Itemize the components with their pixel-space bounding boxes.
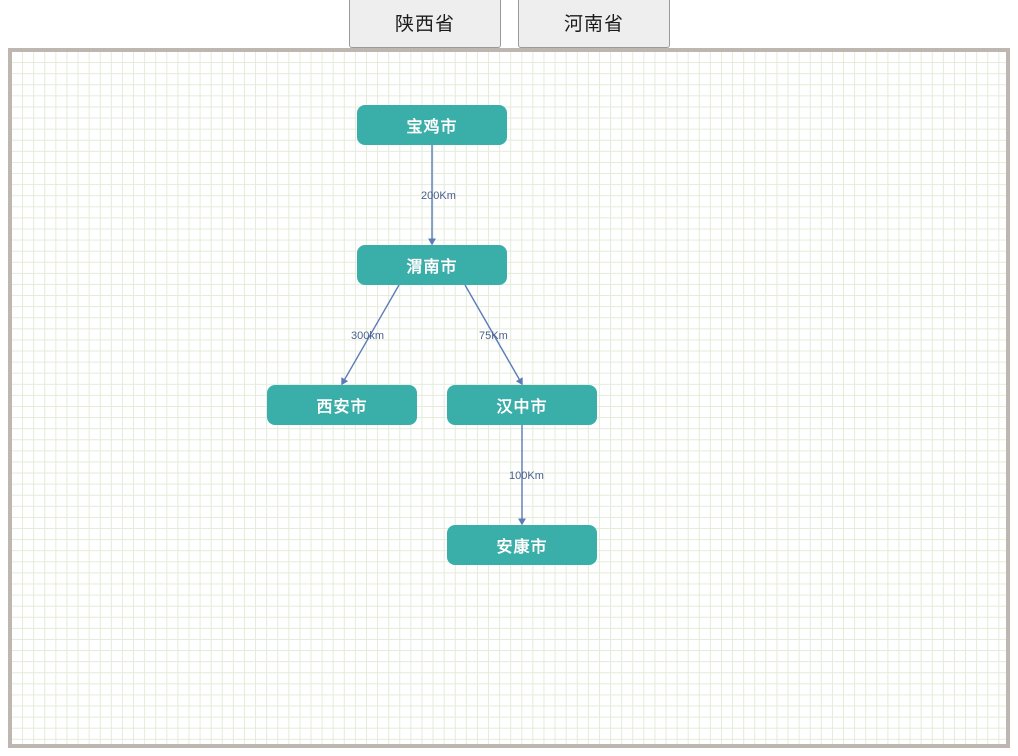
diagram-node-label: 安康市 [496,537,548,556]
tab-shaanxi[interactable]: 陕西省 [349,0,501,48]
tab-henan[interactable]: 河南省 [518,0,670,48]
diagram-node-label: 渭南市 [406,257,458,276]
diagram-node-xian[interactable]: 西安市 [267,385,417,425]
edge-label-hanzhong-to-ankang: 100Km [509,470,544,482]
diagram-node-label: 西安市 [316,397,368,416]
edge-label-baoji-to-weinan: 200Km [421,190,456,202]
tab-bar: 陕西省 河南省 [0,0,1018,48]
diagram-node-label: 汉中市 [496,397,548,416]
diagram-node-ankang[interactable]: 安康市 [447,525,597,565]
diagram-node-baoji[interactable]: 宝鸡市 [357,105,507,145]
diagram-node-weinan[interactable]: 渭南市 [357,245,507,285]
tab-henan-label: 河南省 [563,13,624,35]
diagram-canvas[interactable]: 宝鸡市渭南市西安市 汉中市安康市 200Km 300km 75Km 100Km [8,48,1010,748]
tab-shaanxi-label: 陕西省 [394,13,455,35]
edge-label-weinan-to-hanzhong: 75Km [479,330,508,342]
diagram-node-label: 宝鸡市 [406,117,458,136]
diagram-node-hanzhong[interactable]: 汉中市 [447,385,597,425]
edge-label-weinan-to-xian: 300km [351,330,385,342]
